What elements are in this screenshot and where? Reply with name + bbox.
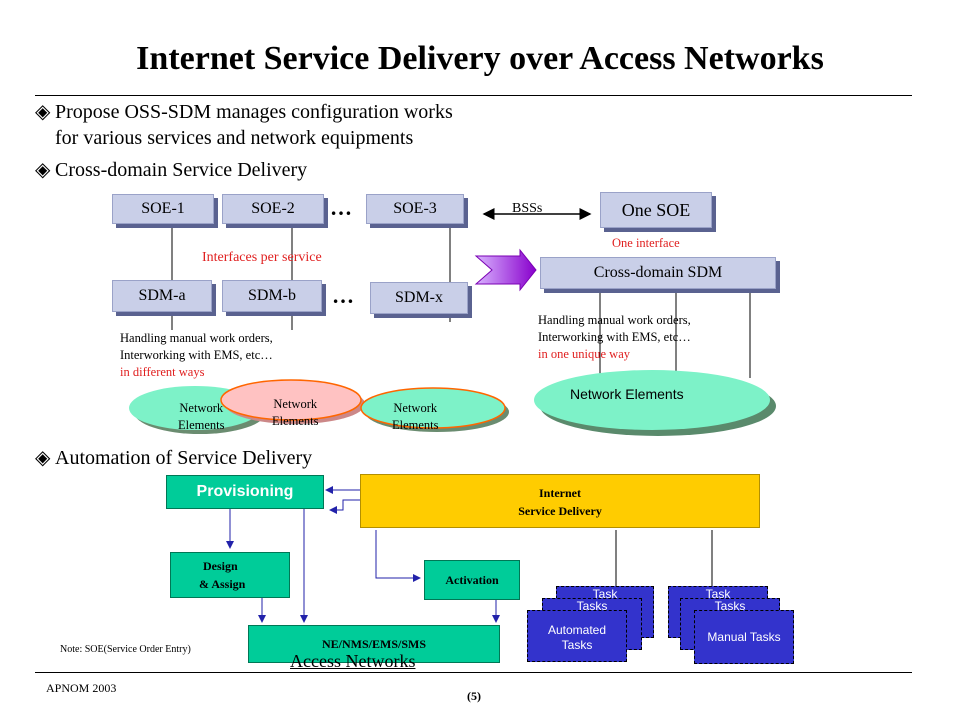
diamond-bullet-icon: ◈: [35, 159, 51, 181]
cloud-label: Network: [273, 397, 318, 411]
page-title: Internet Service Delivery over Access Ne…: [136, 40, 824, 77]
sdm-x-box: SDM-x: [370, 282, 468, 314]
handling-line: Handling manual work orders,: [120, 331, 273, 345]
ellipsis-soe: …: [330, 195, 353, 220]
left-handling-text: Handling manual work orders, Interworkin…: [120, 330, 273, 381]
task-label: Task: [705, 587, 731, 601]
design-label: & Assign: [199, 577, 246, 591]
cloud-network-elements-2: Network Elements: [272, 396, 319, 430]
handling-line-red: in one unique way: [538, 347, 630, 361]
bullet-cross-domain: ◈Cross-domain Service Delivery: [35, 157, 307, 183]
right-cloud-shape: [534, 370, 776, 436]
soe-1-box: SOE-1: [112, 194, 214, 224]
left-clouds-shape: [129, 379, 509, 434]
handling-line: Handling manual work orders,: [538, 313, 691, 327]
cloud-label: Network: [179, 401, 224, 415]
cloud-label: Elements: [272, 414, 319, 428]
bullet-text: Automation of Service Delivery: [55, 447, 313, 469]
cloud-network-elements-1: Network Elements: [178, 400, 225, 434]
isd-label: Service Delivery: [518, 504, 602, 518]
footer-conference: APNOM 2003: [46, 681, 117, 695]
right-handling-text: Handling manual work orders, Interworkin…: [538, 312, 691, 363]
ne-nms-ems-sms-box: NE/NMS/EMS/SMS: [248, 625, 500, 663]
diamond-bullet-icon: ◈: [35, 447, 51, 469]
bsss-label: BSSs: [512, 201, 543, 216]
cloud-label: Elements: [392, 418, 439, 432]
handling-line: Interworking with EMS, etc…: [120, 348, 273, 362]
task-label: Tasks: [561, 638, 593, 652]
task-label: Task: [592, 587, 618, 601]
cloud-network-elements-3: Network Elements: [392, 400, 439, 434]
one-soe-box: One SOE: [600, 192, 712, 228]
sdm-a-box: SDM-a: [112, 280, 212, 312]
footer-divider: [35, 672, 912, 673]
footnote-soe: Note: SOE(Service Order Entry): [60, 644, 191, 655]
bullet-text: Propose OSS-SDM manages configuration wo…: [55, 101, 453, 123]
manual-tasks-card: Manual Tasks: [694, 610, 794, 664]
handling-line-red: in different ways: [120, 365, 205, 379]
bullet-text: Cross-domain Service Delivery: [55, 159, 308, 181]
bullet-automation: ◈Automation of Service Delivery: [35, 445, 312, 471]
handling-line: Interworking with EMS, etc…: [538, 330, 691, 344]
one-interface-label: One interface: [612, 236, 680, 250]
design-assign-box: Design & Assign: [170, 552, 290, 598]
cloud-label: Network: [393, 401, 438, 415]
task-label: Tasks: [714, 599, 746, 613]
bullet-text: for various services and network equipme…: [55, 127, 414, 149]
task-label: Tasks: [576, 599, 608, 613]
diamond-bullet-icon: ◈: [35, 101, 51, 123]
soe-2-box: SOE-2: [222, 194, 324, 224]
title-divider: [35, 95, 912, 96]
page-number: (5): [467, 689, 481, 703]
activation-box: Activation: [424, 560, 520, 600]
cloud-label: Elements: [178, 418, 225, 432]
soe-3-box: SOE-3: [366, 194, 464, 224]
cross-domain-sdm-box: Cross-domain SDM: [540, 257, 776, 289]
provisioning-box: Provisioning: [166, 475, 324, 509]
sdm-b-box: SDM-b: [222, 280, 322, 312]
interfaces-per-service-label: Interfaces per service: [202, 250, 322, 265]
isd-label: Internet: [539, 486, 581, 500]
task-label: Automated: [547, 623, 607, 637]
automated-tasks-card: Automated Tasks: [527, 610, 627, 662]
access-networks-label: Access Networks: [290, 651, 416, 671]
cloud-network-elements-right: Network Elements: [570, 386, 684, 402]
ellipsis-sdm: …: [332, 283, 355, 308]
design-label: Design: [203, 559, 238, 573]
internet-service-delivery-box: Internet Service Delivery: [360, 474, 760, 528]
bullet-oss-sdm: ◈Propose OSS-SDM manages configuration w…: [35, 99, 453, 151]
